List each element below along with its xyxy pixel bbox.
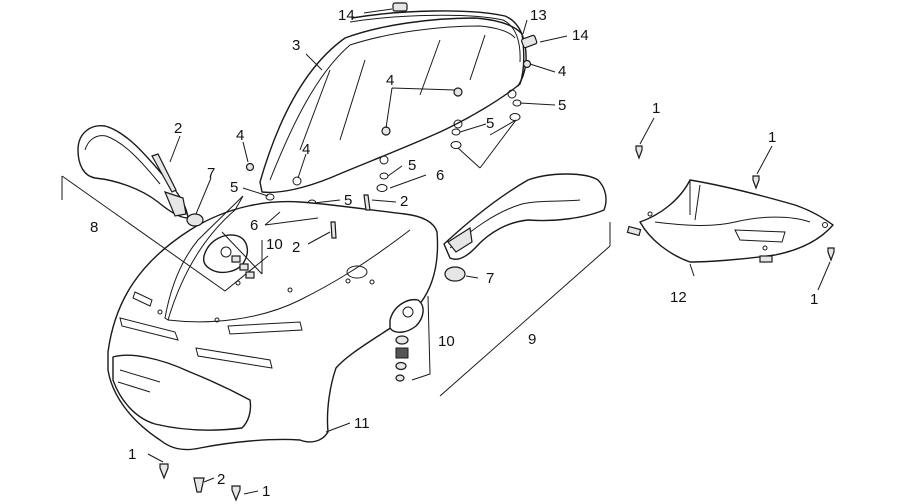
callout-2-left: 2 [292,239,300,256]
callout-1-bottom: 1 [262,483,270,500]
callout-2-bottom: 2 [217,471,225,488]
grommet-part [444,266,466,282]
callout-labels: 14 13 14 3 4 4 4 4 5 5 5 5 5 6 6 2 2 2 2… [90,7,818,500]
callout-1-bottom-left: 1 [128,446,136,463]
callout-2-mid: 2 [400,193,408,210]
callout-10-left: 10 [266,236,283,253]
callout-6-mid: 6 [436,167,444,184]
callout-4-left: 4 [236,127,244,144]
rubber-cap-part [392,2,408,12]
callout-14-right: 14 [572,27,589,44]
callout-7-left: 7 [207,165,215,182]
rubber-cap-part [521,34,538,49]
callout-7-right: 7 [486,270,494,287]
callout-1-bracket-left: 1 [652,100,660,117]
callout-8: 8 [90,219,98,236]
left-mirror-part [77,125,189,219]
mirror-mount-part [203,234,255,279]
callout-1-bracket-mid: 1 [768,129,776,146]
grommet-part [186,213,204,227]
callout-5-left: 5 [230,179,238,196]
callout-9: 9 [528,331,536,348]
callout-6-left: 6 [250,217,258,234]
windscreen-part [259,17,525,194]
inner-bracket-part [626,179,834,263]
callout-4-mid: 4 [302,141,310,158]
callout-1-bracket-right: 1 [810,291,818,308]
seal-strip-part [351,10,527,87]
right-mirror-part [443,173,607,260]
callout-5-lower: 5 [344,192,352,209]
screw-part [245,59,532,172]
bolt-part [151,153,371,493]
callout-12: 12 [670,289,687,306]
callout-3: 3 [292,37,300,54]
callout-5-right: 5 [558,97,566,114]
upper-fairing-part [107,195,439,451]
callout-14-top: 14 [338,7,355,24]
callout-4-screen: 4 [386,72,394,89]
callout-2-mirror: 2 [174,120,182,137]
callout-5-upper: 5 [486,115,494,132]
callout-10-right: 10 [438,333,455,350]
callout-11: 11 [354,415,370,432]
screw-part [159,145,835,502]
callout-13: 13 [530,7,547,24]
callout-5-mid: 5 [408,157,416,174]
leader-lines [147,8,831,495]
callout-4-right: 4 [558,63,566,80]
mirror-mount-part [389,298,424,382]
